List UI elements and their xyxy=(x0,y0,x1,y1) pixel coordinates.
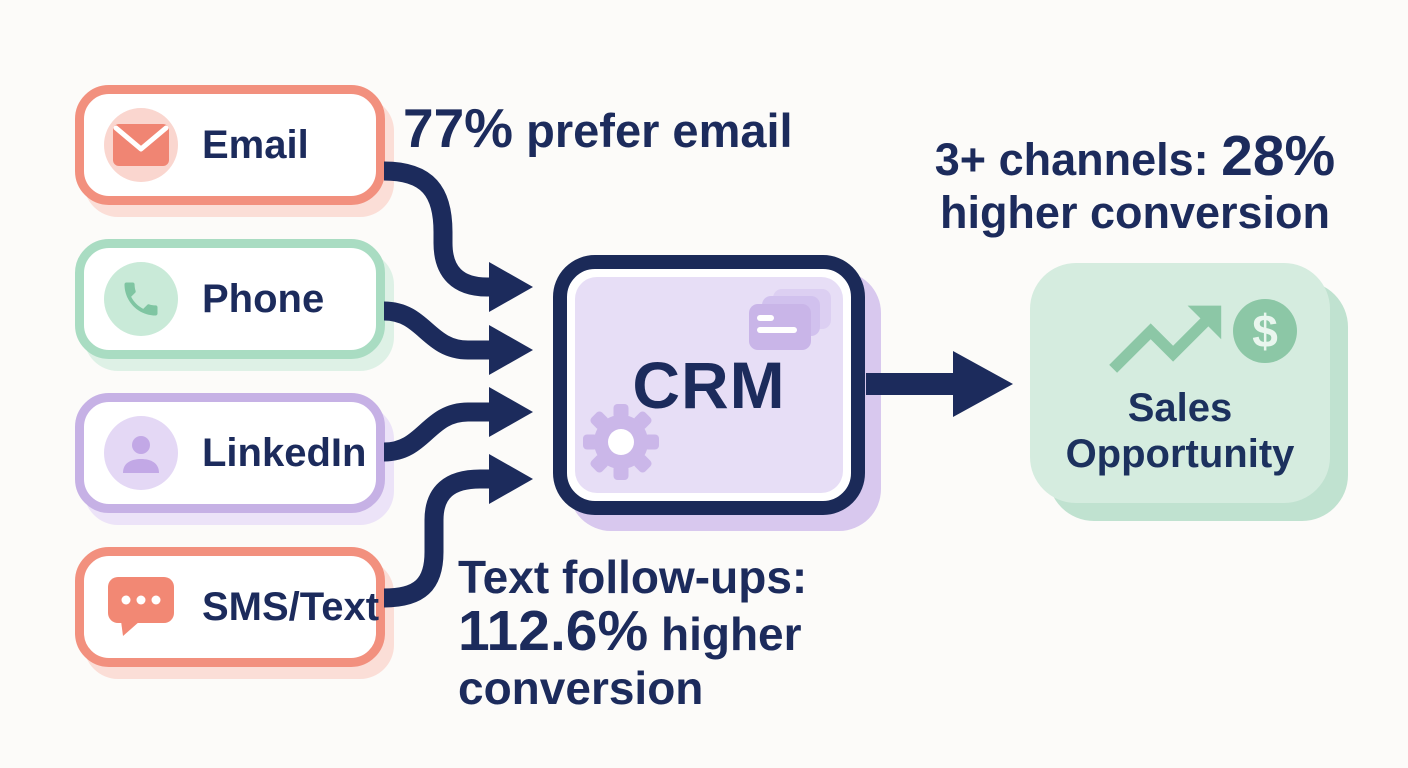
arrowhead-phone xyxy=(489,325,533,375)
envelope-icon xyxy=(104,108,178,182)
crm-label: CRM xyxy=(632,348,786,422)
gear-icon xyxy=(581,402,661,487)
sales-opportunity-box: Sales Opportunity xyxy=(1030,263,1330,503)
sales-label-line1: Sales xyxy=(1127,386,1233,430)
sms-stat-line3: conversion xyxy=(458,662,704,714)
channel-card-phone: Phone xyxy=(75,239,385,359)
crm-box-inner: CRM xyxy=(575,277,843,493)
phone-icon xyxy=(104,262,178,336)
arrow-email-to-crm xyxy=(383,161,497,297)
crm-box: CRM xyxy=(553,255,865,515)
arrowhead-sms xyxy=(489,454,533,504)
arrowhead-linkedin xyxy=(489,387,533,437)
multichannel-stat-percent: 28% xyxy=(1221,124,1336,188)
contact-cards-icon xyxy=(743,289,835,362)
arrow-phone-to-crm xyxy=(383,301,492,360)
channel-label-linkedin: LinkedIn xyxy=(202,431,367,475)
sales-opportunity-label: Sales Opportunity xyxy=(1030,385,1330,477)
sms-stat-percent: 112.6% xyxy=(458,599,649,663)
email-stat: 77% prefer email xyxy=(403,98,793,161)
arrow-crm-to-sales xyxy=(866,351,1013,417)
arrow-linkedin-to-crm xyxy=(383,402,492,462)
channel-label-email: Email xyxy=(202,123,309,167)
channel-label-sms: SMS/Text xyxy=(202,585,380,629)
channel-label-phone: Phone xyxy=(202,277,325,321)
sales-label-line2: Opportunity xyxy=(1065,432,1295,476)
sms-stat-line2: 112.6% higher xyxy=(458,603,807,661)
multichannel-stat-line2: higher conversion xyxy=(939,187,1331,238)
sms-stat: Text follow-ups: 112.6% higher conversio… xyxy=(458,550,807,715)
channel-card-sms: SMS/Text xyxy=(75,547,385,667)
multichannel-stat-line1: 3+ channels: 28% xyxy=(880,128,1390,186)
channel-card-email: Email xyxy=(75,85,385,205)
arrowhead-email xyxy=(489,262,533,312)
multichannel-stat-prefix: 3+ channels: xyxy=(934,134,1222,185)
channel-card-linkedin: LinkedIn xyxy=(75,393,385,513)
multichannel-stat: 3+ channels: 28% higher conversion xyxy=(880,128,1390,239)
email-stat-text: prefer email xyxy=(513,104,793,157)
chat-bubble-icon xyxy=(104,577,178,637)
sms-stat-line1: Text follow-ups: xyxy=(458,551,808,603)
email-stat-percent: 77% xyxy=(403,97,514,159)
sms-stat-line2-rest: higher xyxy=(648,608,802,660)
person-icon xyxy=(104,416,178,490)
